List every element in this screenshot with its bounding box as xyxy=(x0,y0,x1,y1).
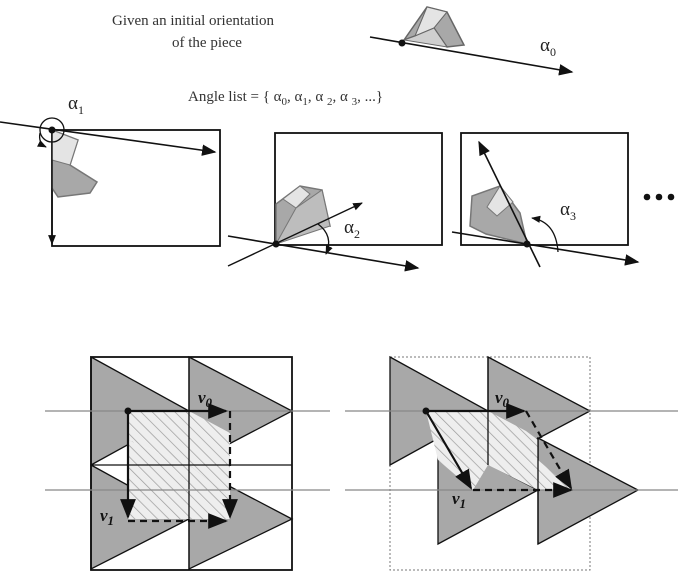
alpha2-angle-arc xyxy=(317,223,333,255)
piece-rotated-1 xyxy=(51,128,99,198)
ellipsis-dots xyxy=(643,193,675,201)
alpha3-label: α3 xyxy=(560,199,576,223)
v0-label-left: v0 xyxy=(198,388,213,410)
alpha2-axis-a xyxy=(227,202,363,267)
alpha3-axis-b xyxy=(451,231,640,266)
alpha3-angle-arc xyxy=(531,215,559,253)
container-rect-2 xyxy=(274,132,443,246)
piece-rotated-2 xyxy=(274,185,331,246)
alpha1-angle-arc xyxy=(39,117,65,143)
v1-label-left: v1 xyxy=(100,506,114,528)
v1-dashed-right xyxy=(525,410,572,490)
alpha3-axis-a xyxy=(478,140,541,268)
v1-vector-right xyxy=(425,410,472,490)
alpha1-axis xyxy=(0,121,217,156)
alpha0-pivot xyxy=(398,39,406,47)
container-rect-3 xyxy=(460,132,629,246)
lattice-origin-left xyxy=(124,407,132,415)
alpha2-axis-b xyxy=(227,235,420,272)
lattice-panel-right xyxy=(389,355,640,571)
initial-piece xyxy=(402,6,466,48)
v1-label-right: v1 xyxy=(452,489,466,511)
alpha1-pivot xyxy=(48,126,56,134)
alpha2-label: α2 xyxy=(344,217,360,241)
lattice-origin-right xyxy=(422,407,430,415)
caption-line-2: of the piece xyxy=(172,35,242,51)
v0-label-right: v0 xyxy=(495,388,510,410)
alpha0-label: α0 xyxy=(540,35,556,59)
alpha2-pivot xyxy=(272,240,280,248)
caption-line-1: Given an initial orientation xyxy=(112,13,275,29)
alpha1-label: α1 xyxy=(68,93,84,117)
angle-list: Angle list = { α0, α1, α 2, α 3, ...} xyxy=(188,89,383,108)
alpha1-arc-arrow xyxy=(37,132,47,148)
piece-rotated-3 xyxy=(469,185,528,246)
lattice-panel-left xyxy=(90,355,294,571)
alpha3-pivot xyxy=(523,240,531,248)
